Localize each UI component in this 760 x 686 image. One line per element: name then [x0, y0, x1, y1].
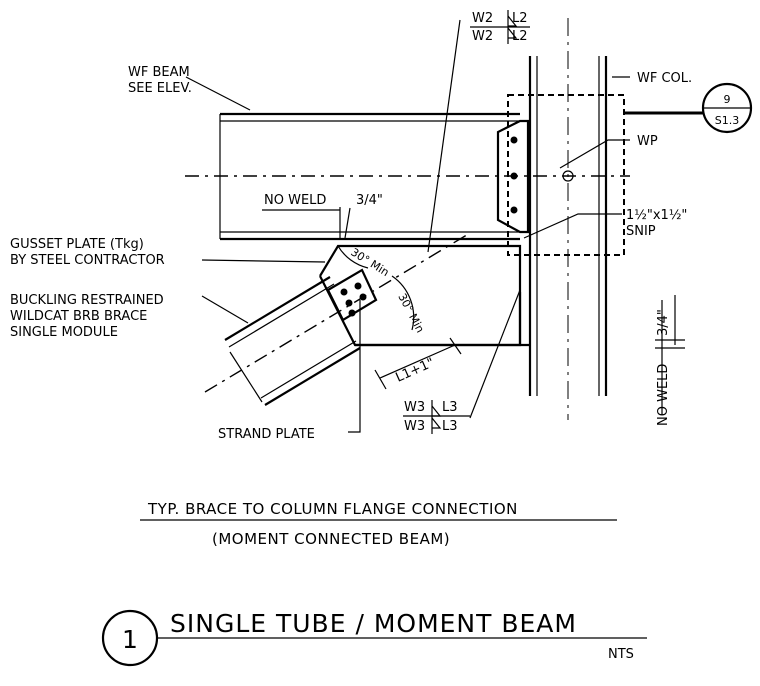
- weld-bot-b: W3: [404, 419, 425, 434]
- brb-label-3: SINGLE MODULE: [10, 325, 118, 340]
- section-reference: [624, 82, 753, 134]
- top-weld-leader: [427, 19, 461, 253]
- strand-plate-label: STRAND PLATE: [218, 427, 315, 442]
- strand-plate-leader: [348, 300, 361, 433]
- brb-brace: [204, 232, 471, 406]
- weld-bot-a: W3: [404, 400, 425, 415]
- snip-outline: [507, 94, 625, 256]
- weld-top-b-size: L2: [512, 29, 528, 44]
- wf-beam-label: WF BEAM: [128, 65, 190, 80]
- no-weld-vertical-label: NO WELD: [656, 364, 671, 426]
- see-elev-label: SEE ELEV.: [128, 81, 192, 96]
- shear-tab: [496, 119, 574, 234]
- wp-leader: [559, 139, 630, 169]
- min30-label-b: 30° Min: [395, 291, 426, 335]
- wf-col-label: WF COL.: [637, 71, 692, 86]
- l1-dim-line: [379, 344, 456, 379]
- note-line-1: TYP. BRACE TO COLUMN FLANGE CONNECTION: [147, 500, 518, 518]
- title-text: SINGLE TUBE / MOMENT BEAM: [170, 609, 577, 638]
- angle-arc-2: [391, 275, 415, 331]
- weld-bot-a-size: L3: [442, 400, 458, 415]
- scale-label: NTS: [608, 647, 634, 662]
- l1-label: L1+1": [394, 355, 437, 385]
- section-ref-number: 9: [724, 93, 731, 106]
- weld-top-a-size: L2: [512, 11, 528, 26]
- weld-bot-b-size: L3: [442, 419, 458, 434]
- wf-beam-leader: [185, 76, 251, 111]
- section-ref-sheet: S1.3: [715, 114, 739, 127]
- gusset-label-2: BY STEEL CONTRACTOR: [10, 253, 165, 268]
- no-weld-label: NO WELD: [264, 193, 326, 208]
- weld-top-a: W2: [472, 11, 493, 26]
- weld-symbol-top: [470, 10, 530, 44]
- gusset-leader: [201, 259, 326, 263]
- title-number: 1: [122, 625, 139, 654]
- wp-label: WP: [637, 134, 658, 149]
- brb-label-1: BUCKLING RESTRAINED: [10, 293, 164, 308]
- snip-label: SNIP: [626, 224, 656, 239]
- bot-weld-leader: [469, 289, 521, 419]
- angle-arc-1: [337, 245, 369, 269]
- weld-top-b: W2: [472, 29, 493, 44]
- strand-plate: [326, 268, 378, 322]
- brb-label-2: WILDCAT BRB BRACE: [10, 309, 147, 324]
- fraction-vertical-label: 3/4": [656, 309, 671, 336]
- weld-symbol-bottom: [403, 400, 470, 434]
- wf-beam: [185, 112, 630, 241]
- snip-dim-label: 1½"x1½": [626, 208, 687, 223]
- gusset-label-1: GUSSET PLATE (Tkg): [10, 237, 144, 252]
- brb-leader: [201, 295, 249, 324]
- note-line-2: (MOMENT CONNECTED BEAM): [212, 530, 450, 548]
- snip-leader: [523, 213, 622, 239]
- fraction-label: 3/4": [356, 193, 383, 208]
